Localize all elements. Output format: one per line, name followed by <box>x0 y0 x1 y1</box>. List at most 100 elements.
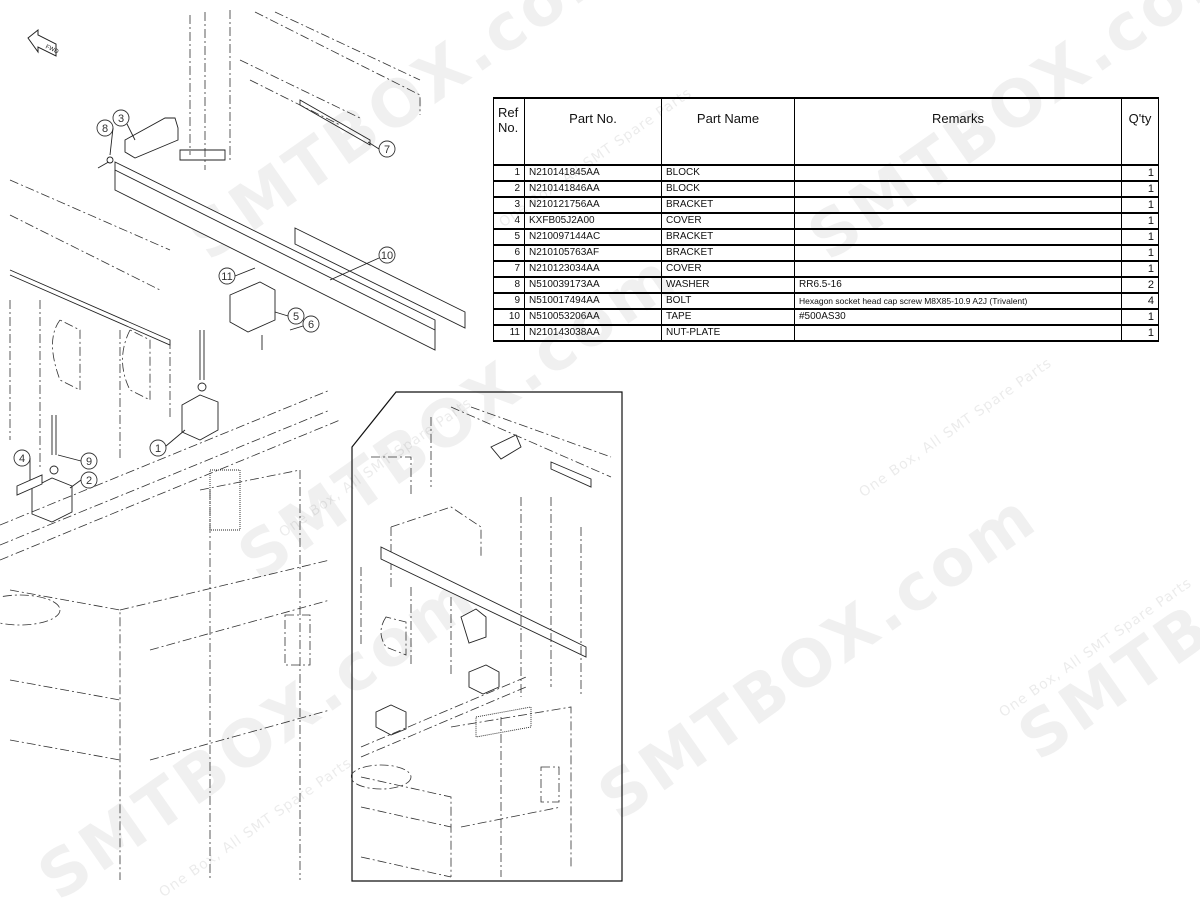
cell-part-name: BRACKET <box>661 229 795 246</box>
watermark-text: SMTBOX.com <box>1005 418 1200 776</box>
cell-part-no: N210097144AC <box>524 229 662 246</box>
cell-ref: 5 <box>493 229 525 246</box>
cell-qty: 4 <box>1121 293 1159 310</box>
cell-ref: 4 <box>493 213 525 230</box>
table-row: 1 N210141845AA BLOCK 1 <box>493 165 1159 182</box>
cell-part-no: N510039173AA <box>524 277 662 294</box>
svg-text:9: 9 <box>86 456 92 468</box>
cell-ref: 3 <box>493 197 525 214</box>
cell-part-name: BLOCK <box>661 181 795 198</box>
exploded-assembly-diagram: 8 3 7 10 11 5 6 1 9 4 2 <box>0 10 466 880</box>
cell-part-no: KXFB05J2A00 <box>524 213 662 230</box>
cell-remarks <box>794 165 1122 182</box>
cell-part-no: N510053206AA <box>524 309 662 326</box>
cell-ref: 1 <box>493 165 525 182</box>
cell-part-no: N210123034AA <box>524 261 662 278</box>
svg-text:2: 2 <box>86 475 92 487</box>
callout-10: 10 <box>378 246 396 264</box>
callout-3: 3 <box>112 109 130 127</box>
svg-text:5: 5 <box>293 311 299 323</box>
table-row: 4 KXFB05J2A00 COVER 1 <box>493 213 1159 230</box>
callout-6: 6 <box>302 315 320 333</box>
header-remarks: Remarks <box>794 97 1122 166</box>
cell-qty: 1 <box>1121 213 1159 230</box>
callout-11: 11 <box>218 267 236 285</box>
svg-text:4: 4 <box>19 453 25 465</box>
watermark-tagline: One Box, All SMT Spare Parts <box>856 355 1056 501</box>
table-row: 7 N210123034AA COVER 1 <box>493 261 1159 278</box>
cell-part-name: BRACKET <box>661 197 795 214</box>
cell-qty: 1 <box>1121 229 1159 246</box>
cell-qty: 1 <box>1121 165 1159 182</box>
cell-part-no: N210121756AA <box>524 197 662 214</box>
cell-qty: 1 <box>1121 261 1159 278</box>
cell-qty: 1 <box>1121 245 1159 262</box>
cell-remarks <box>794 261 1122 278</box>
cell-ref: 2 <box>493 181 525 198</box>
svg-text:8: 8 <box>102 123 108 135</box>
cell-part-name: NUT-PLATE <box>661 325 795 342</box>
cell-qty: 1 <box>1121 197 1159 214</box>
cell-part-no: N210105763AF <box>524 245 662 262</box>
cell-qty: 1 <box>1121 309 1159 326</box>
callout-1: 1 <box>149 439 167 457</box>
fwd-arrow-icon: FWD <box>27 28 60 57</box>
cell-remarks <box>794 245 1122 262</box>
callouts: 8 3 7 10 11 5 6 1 9 4 2 <box>13 109 396 489</box>
cell-part-no: N210143038AA <box>524 325 662 342</box>
cell-remarks: #500AS30 <box>794 309 1122 326</box>
cell-ref: 8 <box>493 277 525 294</box>
table-row: 6 N210105763AF BRACKET 1 <box>493 245 1159 262</box>
cell-qty: 1 <box>1121 181 1159 198</box>
table-row: 5 N210097144AC BRACKET 1 <box>493 229 1159 246</box>
parts-list-table: Ref No. Part No. Part Name Remarks Q'ty … <box>493 97 1159 342</box>
callout-5: 5 <box>287 307 305 325</box>
cell-part-name: COVER <box>661 261 795 278</box>
svg-text:FWD: FWD <box>44 44 60 55</box>
header-qty: Q'ty <box>1121 97 1159 166</box>
cell-part-name: BLOCK <box>661 165 795 182</box>
cell-remarks <box>794 181 1122 198</box>
cell-ref: 9 <box>493 293 525 310</box>
cell-part-name: BOLT <box>661 293 795 310</box>
table-row: 3 N210121756AA BRACKET 1 <box>493 197 1159 214</box>
svg-text:10: 10 <box>381 250 393 262</box>
cell-ref: 7 <box>493 261 525 278</box>
cell-remarks: RR6.5-16 <box>794 277 1122 294</box>
callout-2: 2 <box>80 471 98 489</box>
header-part-no: Part No. <box>524 97 662 166</box>
table-row: 2 N210141846AA BLOCK 1 <box>493 181 1159 198</box>
cell-remarks <box>794 325 1122 342</box>
cell-ref: 6 <box>493 245 525 262</box>
cell-part-name: TAPE <box>661 309 795 326</box>
cell-part-name: BRACKET <box>661 245 795 262</box>
callout-9: 9 <box>80 452 98 470</box>
svg-text:1: 1 <box>155 443 161 455</box>
cell-remarks: Hexagon socket head cap screw M8X85-10.9… <box>794 293 1122 310</box>
watermark-text: SMTBOX.com <box>585 478 1052 836</box>
table-row: 8 N510039173AA WASHER RR6.5-16 2 <box>493 277 1159 294</box>
callout-4: 4 <box>13 449 31 467</box>
svg-text:3: 3 <box>118 113 124 125</box>
table-row: 9 N510017494AA BOLT Hexagon socket head … <box>493 293 1159 310</box>
header-part-name: Part Name <box>661 97 795 166</box>
table-header-row: Ref No. Part No. Part Name Remarks Q'ty <box>493 97 1159 166</box>
table-row: 10 N510053206AA TAPE #500AS30 1 <box>493 309 1159 326</box>
cell-remarks <box>794 229 1122 246</box>
cell-remarks <box>794 213 1122 230</box>
svg-text:7: 7 <box>384 144 390 156</box>
callout-7: 7 <box>378 140 396 158</box>
cell-ref: 10 <box>493 309 525 326</box>
header-ref-no: Ref No. <box>493 97 525 166</box>
svg-text:6: 6 <box>308 319 314 331</box>
cell-ref: 11 <box>493 325 525 342</box>
cell-qty: 1 <box>1121 325 1159 342</box>
callout-8: 8 <box>96 119 114 137</box>
svg-text:11: 11 <box>221 271 232 283</box>
inset-overview-diagram <box>351 391 623 882</box>
cell-qty: 2 <box>1121 277 1159 294</box>
watermark-tagline: One Box, All SMT Spare Parts <box>996 575 1196 721</box>
cell-part-name: WASHER <box>661 277 795 294</box>
cell-part-no: N510017494AA <box>524 293 662 310</box>
cell-part-name: COVER <box>661 213 795 230</box>
